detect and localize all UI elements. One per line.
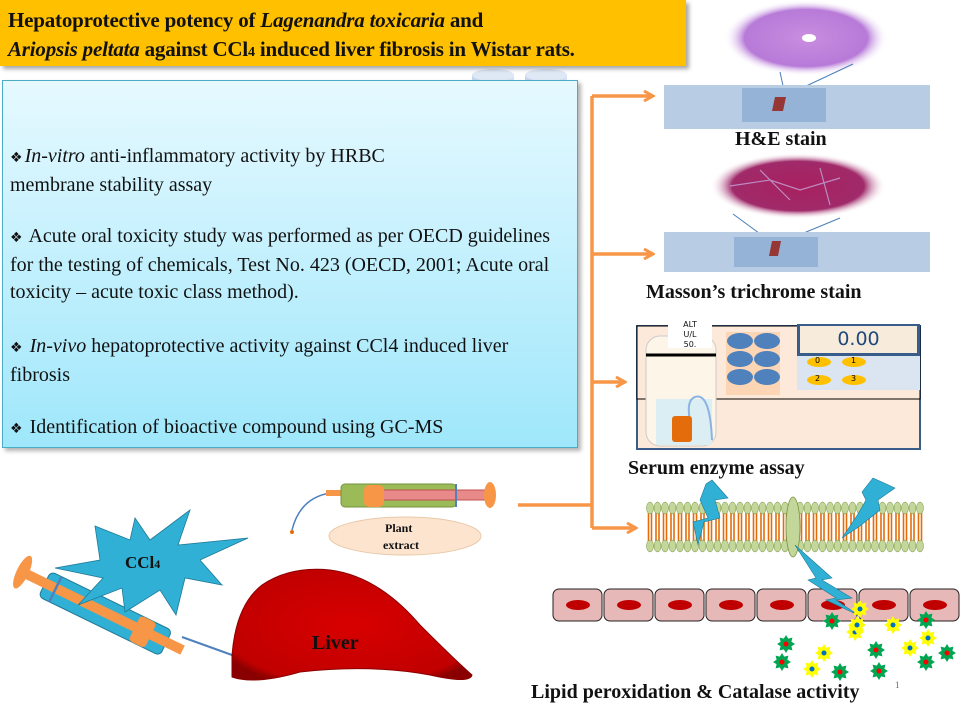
enzyme-analyzer-icon [636,318,921,450]
toxin-label: CCl4 [125,553,161,572]
hepatocyte-row-icon [552,588,960,622]
ccl4-syringe-icon [13,555,233,656]
method-item: ❖In-vitro anti-inflammatory activity by … [10,145,385,196]
cell-membrane-icon [646,496,924,558]
plant-extract-label-1: Plant [385,521,413,535]
title-line-2: Ariopsis peltata against CCl4 induced li… [8,37,575,61]
title-banner: Hepatoprotective potency of Lagenandra t… [0,0,686,66]
masson-stain-label: Masson’s trichrome stain [646,281,862,303]
key-1: 1 [851,356,857,365]
plant-extract-syringe-icon [290,482,496,556]
plant-extract-label-2: extract [383,538,419,552]
lipid-catalase-label: Lipid peroxidation & Catalase activity [531,681,860,703]
page-number: 1 [895,680,900,690]
key-0: 0 [815,356,821,365]
liver-label: Liver [312,632,359,654]
key-2: 2 [815,374,821,383]
bullet-icon: ❖ [10,421,23,437]
method-item: ❖ Identification of bioactive compound u… [10,416,444,438]
oxidant-stars [773,600,956,681]
key-3: 3 [851,374,857,383]
lightning-bolt-icons [692,477,896,616]
flow-arrows [518,96,652,528]
title-line-1: Hepatoprotective potency of Lagenandra t… [8,8,484,32]
bullet-icon: ❖ [10,230,23,246]
masson-stain-slide-icon [664,153,930,272]
method-item: ❖ Acute oral toxicity study was performe… [10,225,550,303]
bullet-icon: ❖ [10,150,23,166]
ccl4-burst-icon [54,508,249,617]
he-stain-slide-icon [664,0,930,129]
liver-icon [231,568,473,681]
analyzer-display: 0.00 [837,328,880,350]
method-item: ❖ In-vivo hepatoprotective activity agai… [10,335,509,386]
methods-panel [2,80,578,448]
bullet-icon: ❖ [10,340,23,356]
serum-assay-label: Serum enzyme assay [628,457,805,479]
he-stain-label: H&E stain [735,128,827,150]
